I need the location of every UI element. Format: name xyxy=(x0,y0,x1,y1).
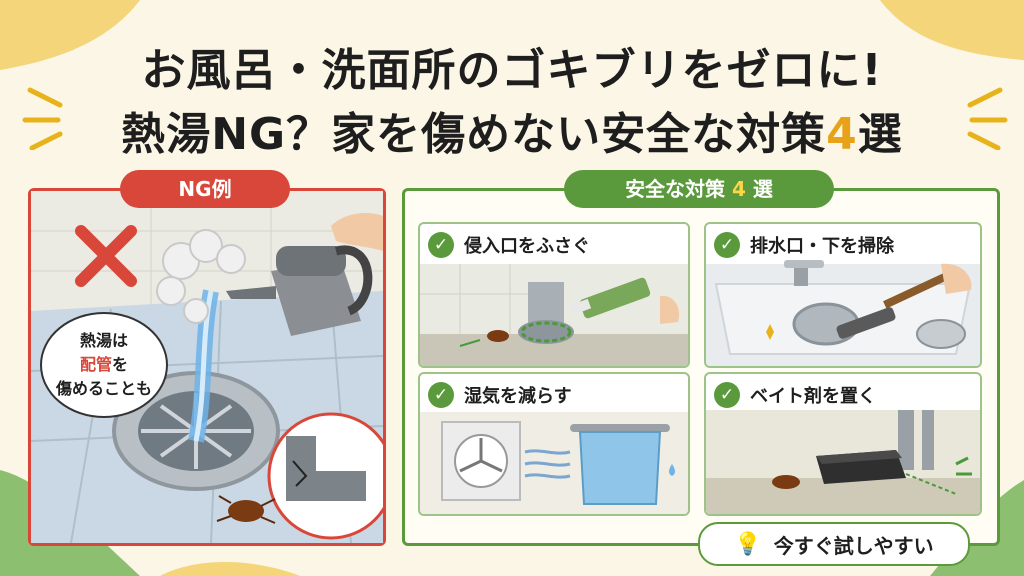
safe-label-text: 安全な対策 xyxy=(625,177,726,201)
headline-line2: 熱湯NG？家を傷めない安全な対策4選 xyxy=(0,98,1024,162)
bubble-line3: 傷めることも xyxy=(55,379,152,398)
check-icon: ✓ xyxy=(428,232,454,258)
card-title-seal-entry: ✓ 侵入口をふさぐ xyxy=(428,232,590,258)
headline-line2-suffix: 選 xyxy=(857,109,903,160)
headline-number: 4 xyxy=(826,109,858,160)
bait-illustration xyxy=(706,410,980,514)
card-label: 排水口・下を掃除 xyxy=(750,236,894,257)
measure-card-seal-entry: ✓ 侵入口をふさぐ xyxy=(418,222,690,368)
check-icon: ✓ xyxy=(428,382,454,408)
easy-to-try-badge: 💡 今すぐ試しやすい xyxy=(698,522,970,566)
card-label: 湿気を減らす xyxy=(464,386,572,407)
check-icon: ✓ xyxy=(714,232,740,258)
card-label: 侵入口をふさぐ xyxy=(464,236,590,257)
lightbulb-icon: 💡 xyxy=(734,531,762,557)
seal-entry-illustration xyxy=(420,264,688,366)
ng-example-label: NG例 xyxy=(120,170,290,208)
headline-line2-text: 熱湯NG？家を傷めない安全な対策 xyxy=(121,109,827,160)
card-label: ベイト剤を置く xyxy=(750,386,876,407)
safe-label-number: 4 xyxy=(732,177,746,201)
bubble-line1: 熱湯は xyxy=(79,331,128,350)
measure-card-reduce-humidity: ✓ 湿気を減らす xyxy=(418,372,690,516)
easy-to-try-label: 今すぐ試しやすい xyxy=(773,533,934,558)
sparkle-right-icon xyxy=(967,87,1008,150)
safe-measures-label: 安全な対策 4 選 xyxy=(564,170,834,208)
bubble-line2-suffix: を xyxy=(112,355,129,374)
bubble-pipe-text: 配管 xyxy=(79,355,112,374)
safe-label-suffix: 選 xyxy=(752,177,773,201)
card-title-reduce-humidity: ✓ 湿気を減らす xyxy=(428,382,572,408)
card-title-clean-drain: ✓ 排水口・下を掃除 xyxy=(714,232,894,258)
reduce-humidity-illustration xyxy=(420,412,688,514)
measure-card-bait: ✓ ベイト剤を置く xyxy=(704,372,982,516)
card-title-bait: ✓ ベイト剤を置く xyxy=(714,382,876,408)
sparkle-left-icon xyxy=(22,87,63,150)
bubble-line2: 配管を xyxy=(80,353,128,377)
warning-bubble: 熱湯は 配管を 傷めることも xyxy=(40,312,168,418)
check-icon: ✓ xyxy=(714,382,740,408)
measure-card-clean-drain: ✓ 排水口・下を掃除 xyxy=(704,222,982,368)
headline-line1: お風呂・洗面所のゴキブリをゼロに! xyxy=(141,45,883,96)
clean-drain-illustration xyxy=(706,260,980,366)
